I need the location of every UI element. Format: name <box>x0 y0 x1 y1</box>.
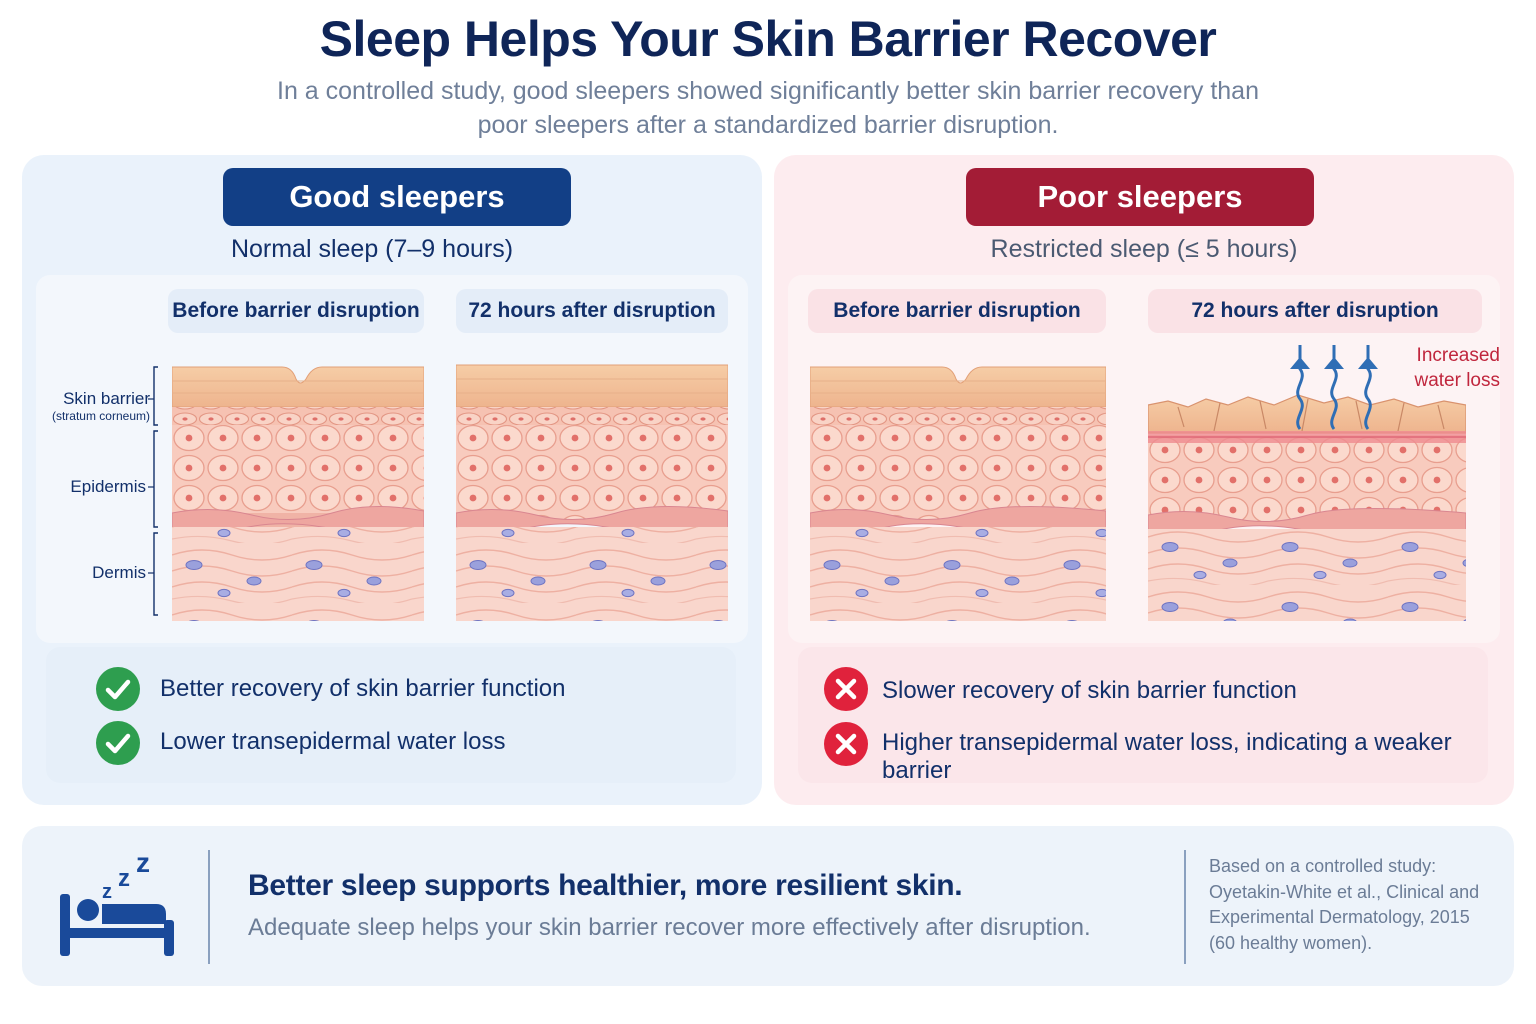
poor-before-skin-illustration <box>810 366 1106 621</box>
annotation-line-1: Increased <box>1416 345 1500 366</box>
layer-label-dermis: Dermis <box>92 563 146 582</box>
poor-outcomes-box <box>798 647 1488 783</box>
layer-label-skin-barrier: Skin barrier (stratum corneum) <box>22 389 150 423</box>
increased-water-loss-annotation: Increased water loss <box>1390 343 1500 393</box>
skin-barrier-text: Skin barrier <box>63 389 150 408</box>
page-title: Sleep Helps Your Skin Barrier Recover <box>319 11 1217 67</box>
svg-text:z: z <box>102 881 112 903</box>
good-after-skin-illustration <box>456 364 728 621</box>
poor-before-heading: Before barrier disruption <box>808 289 1106 333</box>
good-before-skin-illustration <box>172 366 424 621</box>
good-sleep-condition: Normal sleep (7–9 hours) <box>230 235 514 263</box>
good-outcomes-box <box>46 647 736 783</box>
poor-after-skin-illustration <box>1148 345 1466 621</box>
footer-divider-right <box>1184 850 1186 964</box>
good-outcome-2: Lower transepidermal water loss <box>160 728 506 755</box>
poor-after-heading: 72 hours after disruption <box>1148 289 1482 333</box>
svg-text:z: z <box>136 850 150 878</box>
poor-sleepers-panel: Poor sleepers Restricted sleep (≤ 5 hour… <box>774 155 1514 805</box>
svg-text:z: z <box>118 865 130 892</box>
check-icon <box>96 667 140 711</box>
good-outcome-1: Better recovery of skin barrier function <box>160 675 566 702</box>
study-citation: Based on a controlled study: Oyetakin-Wh… <box>1209 854 1499 956</box>
annotation-line-2: water loss <box>1414 370 1500 391</box>
footer-body: Adequate sleep helps your skin barrier r… <box>248 914 1091 941</box>
arrow-heads-icon <box>1290 357 1378 369</box>
stratum-corneum-text: (stratum corneum) <box>51 409 150 423</box>
footer-summary: z z z Better sleep supports healthier, m… <box>22 826 1514 986</box>
poor-outcome-1: Slower recovery of skin barrier function <box>882 677 1297 704</box>
page-subtitle: In a controlled study, good sleepers sho… <box>277 77 1259 139</box>
citation-line-1: Based on a controlled study: <box>1209 856 1437 876</box>
footer-headline: Better sleep supports healthier, more re… <box>248 869 963 902</box>
poor-sleepers-label: Poor sleepers <box>966 168 1314 226</box>
good-sleepers-label: Good sleepers <box>223 168 571 226</box>
poor-outcome-2: Higher transepidermal water loss, indica… <box>882 729 1452 784</box>
cross-icon <box>824 667 868 711</box>
good-before-heading: Before barrier disruption <box>168 289 424 333</box>
poor-sleep-condition: Restricted sleep (≤ 5 hours) <box>990 235 1298 263</box>
layer-label-epidermis: Epidermis <box>70 477 146 496</box>
citation-line-2: Oyetakin-White et al., Clinical and <box>1209 881 1480 902</box>
sleeping-bed-icon: z z z <box>56 847 180 965</box>
citation-line-3: Experimental Dermatology, 2015 <box>1209 907 1470 927</box>
water-loss-arrows <box>1296 345 1372 430</box>
footer-divider-left <box>208 850 210 964</box>
good-sleepers-panel: Good sleepers Normal sleep (7–9 hours) B… <box>22 155 762 805</box>
cross-icon <box>824 722 868 766</box>
citation-line-4: (60 healthy women). <box>1209 932 1373 953</box>
check-icon <box>96 721 140 765</box>
good-after-heading: 72 hours after disruption <box>456 289 728 333</box>
layer-brackets <box>148 366 158 616</box>
